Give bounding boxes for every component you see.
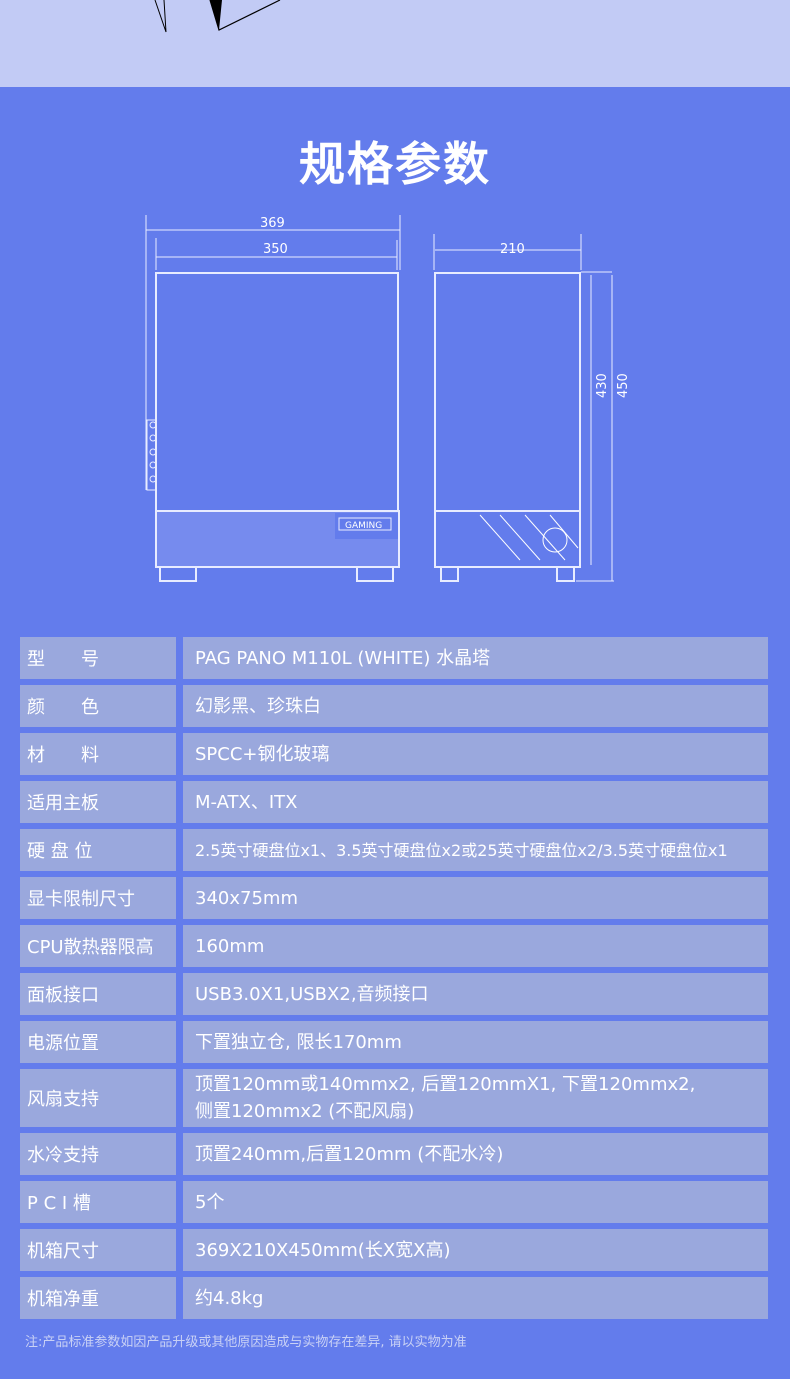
disclaimer-note: 注:产品标准参数如因产品升级或其他原因造成与实物存在差异, 请以实物为准 <box>25 1335 467 1350</box>
dim-369: 369 <box>260 216 285 231</box>
top-banner <box>0 0 790 87</box>
spec-value: 160mm <box>183 925 768 967</box>
case-dimension-drawing: 369 350 GAMING 210 430 450 <box>145 215 631 582</box>
spec-row-weight: 机箱净重约4.8kg <box>20 1277 768 1319</box>
page-title: 规格参数 <box>299 137 491 191</box>
spec-value: 幻影黑、珍珠白 <box>183 685 768 727</box>
spec-value: 369X210X450mm(长X宽X高) <box>183 1229 768 1271</box>
spec-label: 型 号 <box>20 637 176 679</box>
spec-value: 约4.8kg <box>183 1277 768 1319</box>
spec-label: P C I 槽 <box>20 1181 176 1223</box>
dim-350: 350 <box>263 242 288 257</box>
spec-value: PAG PANO M110L (WHITE) 水晶塔 <box>183 637 768 679</box>
spec-row-color: 颜 色幻影黑、珍珠白 <box>20 685 768 727</box>
spec-label: CPU散热器限高 <box>20 925 176 967</box>
spec-label: 电源位置 <box>20 1021 176 1063</box>
spec-row-fans: 风扇支持顶置120mm或140mmx2, 后置120mmX1, 下置120mmx… <box>20 1069 768 1127</box>
spec-label: 水冷支持 <box>20 1133 176 1175</box>
spec-label: 硬 盘 位 <box>20 829 176 871</box>
dim-210: 210 <box>500 242 525 257</box>
spec-value-line1: 顶置120mm或140mmx2, 后置120mmX1, 下置120mmx2, <box>195 1074 696 1095</box>
spec-value: 340x75mm <box>183 877 768 919</box>
spec-row-psu: 电源位置下置独立仓, 限长170mm <box>20 1021 768 1063</box>
spec-row-liquid-cooling: 水冷支持顶置240mm,后置120mm (不配水冷) <box>20 1133 768 1175</box>
dim-430: 430 <box>595 373 610 398</box>
gaming-badge: GAMING <box>345 521 382 531</box>
product-image-fragment <box>154 0 281 33</box>
spec-label: 风扇支持 <box>20 1069 176 1127</box>
spec-label: 适用主板 <box>20 781 176 823</box>
spec-label: 机箱尺寸 <box>20 1229 176 1271</box>
spec-label: 颜 色 <box>20 685 176 727</box>
spec-value: 顶置240mm,后置120mm (不配水冷) <box>183 1133 768 1175</box>
spec-label: 显卡限制尺寸 <box>20 877 176 919</box>
spec-label: 材 料 <box>20 733 176 775</box>
spec-value: 2.5英寸硬盘位x1、3.5英寸硬盘位x2或25英寸硬盘位x2/3.5英寸硬盘位… <box>183 829 768 871</box>
spec-label: 机箱净重 <box>20 1277 176 1319</box>
spec-label: 面板接口 <box>20 973 176 1015</box>
dim-450: 450 <box>616 373 631 398</box>
spec-value: USB3.0X1,USBX2,音频接口 <box>183 973 768 1015</box>
spec-value: M-ATX、ITX <box>183 781 768 823</box>
spec-value: 顶置120mm或140mmx2, 后置120mmX1, 下置120mmx2, 侧置… <box>183 1069 768 1127</box>
spec-value-line2: 侧置120mmx2 (不配风扇) <box>195 1101 415 1122</box>
spec-value: SPCC+钢化玻璃 <box>183 733 768 775</box>
spec-value: 5个 <box>183 1181 768 1223</box>
spec-value: 下置独立仓, 限长170mm <box>183 1021 768 1063</box>
